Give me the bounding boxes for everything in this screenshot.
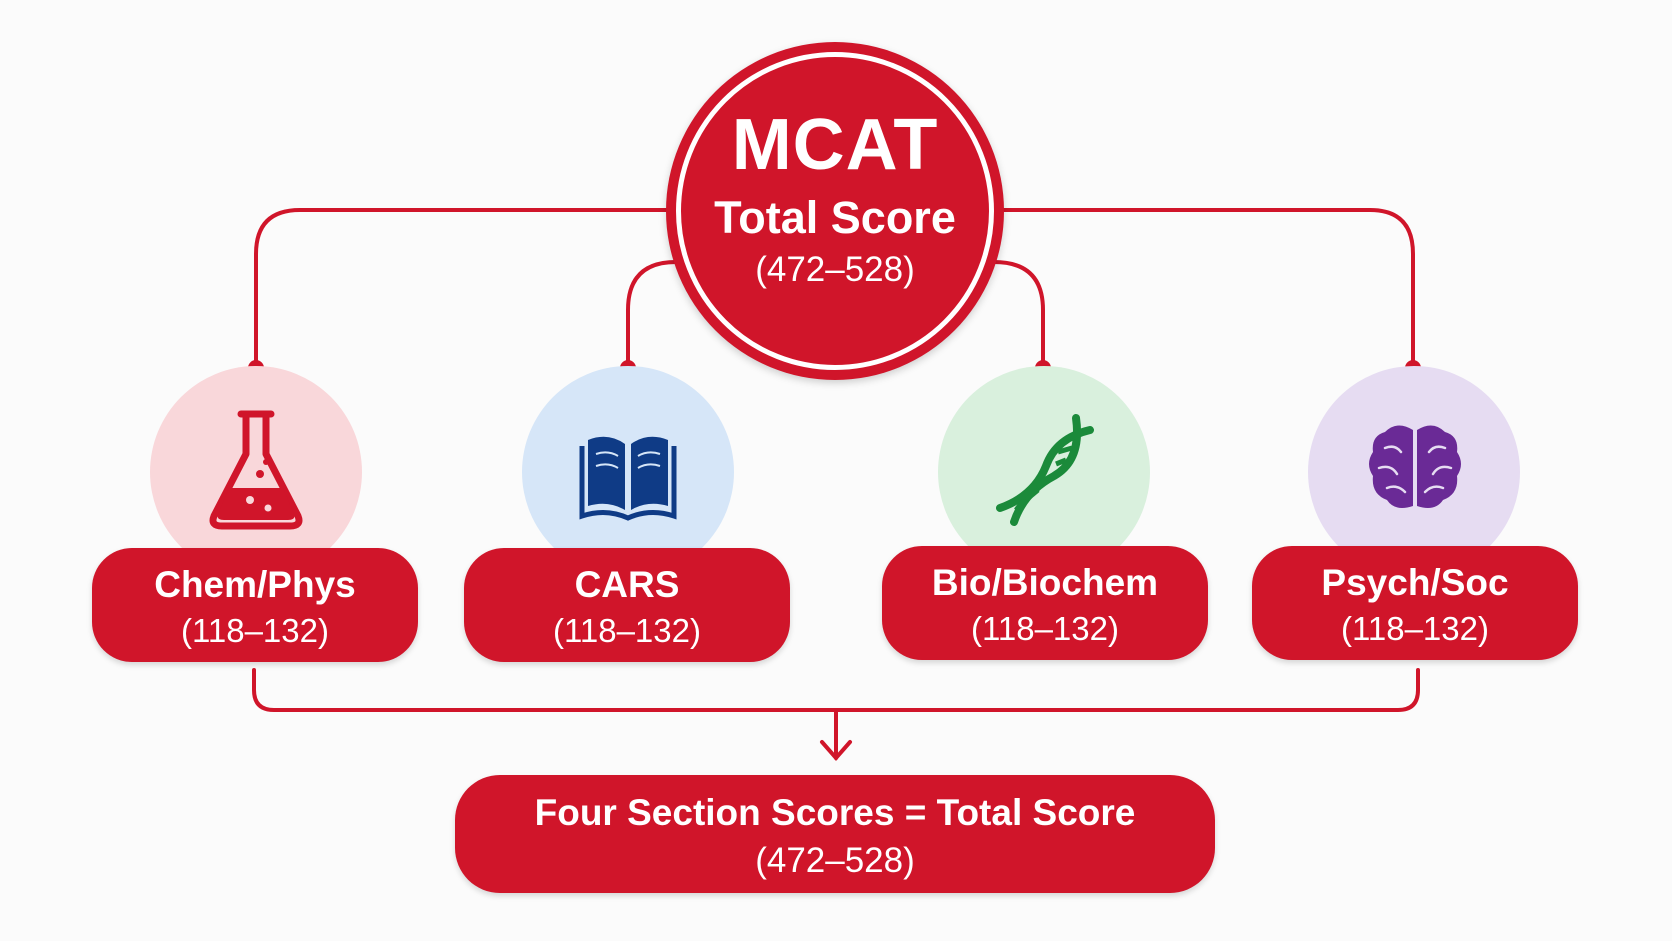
section-name: CARS <box>574 564 680 605</box>
chem-icon-bubble <box>150 366 362 578</box>
total-score-circle: MCAT Total Score (472–528) <box>666 42 1004 380</box>
section-name: Bio/Biochem <box>931 562 1159 603</box>
brain-icon <box>1369 425 1461 508</box>
section-psych-soc: Psych/Soc (118–132) <box>1252 546 1578 660</box>
section-range: (118–132) <box>1340 610 1489 647</box>
total-equation: Four Section Scores = Total Score <box>534 792 1136 833</box>
section-range: (118–132) <box>970 610 1119 647</box>
book-icon <box>579 436 677 521</box>
section-bio-biochem: Bio/Biochem (118–132) <box>882 546 1208 660</box>
total-score-summary: Four Section Scores = Total Score (472–5… <box>455 775 1215 893</box>
cars-icon-bubble <box>522 366 734 578</box>
root-title: MCAT <box>731 105 939 185</box>
section-name: Chem/Phys <box>154 564 356 605</box>
section-range: (118–132) <box>180 612 329 649</box>
psych-icon-bubble <box>1308 366 1520 578</box>
flask-icon <box>209 410 303 530</box>
section-name: Psych/Soc <box>1321 562 1509 603</box>
dna-icon <box>996 414 1094 526</box>
section-cars: CARS (118–132) <box>464 548 790 662</box>
bio-icon-bubble <box>938 366 1150 578</box>
root-subtitle: Total Score <box>714 192 956 243</box>
section-range: (118–132) <box>552 612 701 649</box>
section-chem-phys: Chem/Phys (118–132) <box>92 548 418 662</box>
root-range: (472–528) <box>755 250 915 289</box>
total-range: (472–528) <box>755 841 915 880</box>
